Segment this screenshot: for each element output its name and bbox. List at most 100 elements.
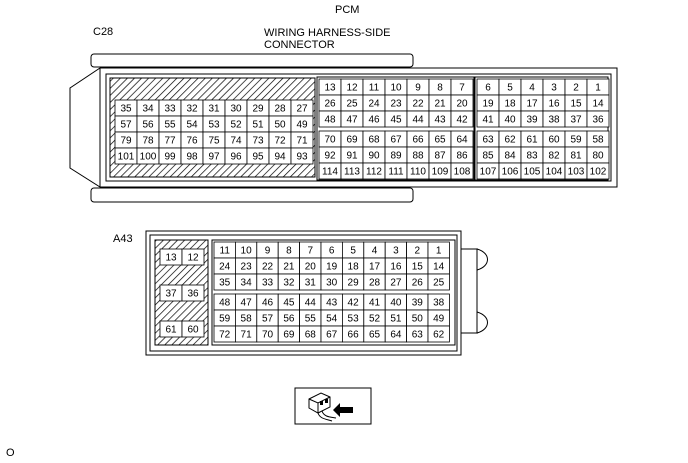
- a43-pin-12: 12: [187, 253, 199, 264]
- c28-pin-92: 92: [324, 151, 336, 162]
- c28-pin-107: 107: [480, 167, 497, 178]
- c28-pin-105: 105: [524, 167, 541, 178]
- a43-pin-27: 27: [390, 278, 402, 289]
- c28-pin-80: 80: [592, 151, 604, 162]
- a43-pin-67: 67: [326, 330, 338, 341]
- c28-pin-100: 100: [140, 152, 157, 163]
- a43-pin-70: 70: [262, 330, 274, 341]
- a43-pin-36-cell: [181, 284, 205, 302]
- c28-pin-29: 29: [252, 104, 264, 115]
- a43-pin-68: 68: [305, 330, 317, 341]
- a43-pin-5: 5: [350, 246, 356, 257]
- c28-pin-113: 113: [344, 167, 360, 178]
- a43-pin-69: 69: [283, 330, 295, 341]
- c28-pin-39: 39: [526, 115, 538, 126]
- c28-pin-88: 88: [412, 151, 424, 162]
- a43-pin-46: 46: [262, 298, 274, 309]
- a43-pin-31: 31: [305, 278, 317, 289]
- c28-pin-62: 62: [504, 135, 516, 146]
- c28-pin-20: 20: [456, 99, 468, 110]
- c28-pin-19: 19: [482, 99, 494, 110]
- c28-pin-50: 50: [274, 120, 286, 131]
- a43-pin-21: 21: [283, 262, 295, 273]
- c28-pin-56: 56: [142, 120, 154, 131]
- c28-pin-99: 99: [164, 152, 176, 163]
- view-direction-icon: [294, 387, 372, 425]
- a43-pin-64: 64: [390, 330, 402, 341]
- a43-pin-28: 28: [369, 278, 381, 289]
- c28-pin-68: 68: [368, 135, 380, 146]
- c28-pin-83: 83: [526, 151, 538, 162]
- a43-pin-32: 32: [283, 278, 295, 289]
- c28-pin-57: 57: [120, 120, 132, 131]
- c28-pin-77: 77: [164, 136, 176, 147]
- c28-pin-35: 35: [120, 104, 132, 115]
- a43-pin-51: 51: [390, 314, 402, 325]
- c28-pin-87: 87: [434, 151, 446, 162]
- a43-pin-55: 55: [305, 314, 317, 325]
- a43-pin-62-cell: [427, 325, 450, 343]
- a43-pin-38: 38: [433, 298, 445, 309]
- c28-pin-52: 52: [230, 120, 242, 131]
- footer-mark: O: [6, 447, 15, 459]
- c28-pin-46: 46: [368, 115, 380, 126]
- c28-pin-14: 14: [592, 99, 604, 110]
- c28-pin-73: 73: [252, 136, 264, 147]
- c28-pin-36-cell: [586, 110, 610, 128]
- c28-pin-10: 10: [390, 83, 402, 94]
- c28-pin-1: 1: [595, 83, 601, 94]
- a43-pin-59: 59: [219, 314, 231, 325]
- c28-pin-37: 37: [570, 115, 582, 126]
- a43-pin-20: 20: [305, 262, 317, 273]
- a43-pin-37: 37: [165, 289, 177, 300]
- a43-pin-62: 62: [433, 330, 445, 341]
- c28-pin-38: 38: [548, 115, 560, 126]
- a43-pin-45: 45: [283, 298, 295, 309]
- c28-pin-15: 15: [570, 99, 582, 110]
- a43-pin-33: 33: [262, 278, 274, 289]
- a43-pin-56: 56: [283, 314, 295, 325]
- c28-pin-45: 45: [390, 115, 402, 126]
- c28-pin-114: 114: [322, 167, 338, 178]
- c28-pin-2: 2: [573, 83, 579, 94]
- c28-pin-108: 108: [454, 167, 471, 178]
- a43-pin-48: 48: [219, 298, 231, 309]
- c28-pin-49: 49: [296, 120, 308, 131]
- c28-pin-26: 26: [324, 99, 336, 110]
- a43-pin-53: 53: [348, 314, 360, 325]
- a43-pin-61: 61: [165, 325, 177, 336]
- c28-pin-58: 58: [592, 135, 604, 146]
- c28-pin-104: 104: [546, 167, 563, 178]
- c28-label: C28: [93, 26, 114, 38]
- c28-pin-5: 5: [507, 83, 513, 94]
- a43-pin-43: 43: [326, 298, 338, 309]
- pin-block-frame: [474, 76, 609, 181]
- a43-pin-26: 26: [412, 278, 424, 289]
- c28-pin-54: 54: [186, 120, 198, 131]
- c28-pin-33: 33: [164, 104, 176, 115]
- c28-pin-64: 64: [456, 135, 468, 146]
- c28-pin-23: 23: [390, 99, 402, 110]
- c28-pin-3: 3: [551, 83, 557, 94]
- view-arrow-icon: [333, 403, 353, 417]
- c28-pin-111: 111: [388, 167, 404, 178]
- c28-pin-21: 21: [434, 99, 446, 110]
- c28-pin-13: 13: [324, 83, 336, 94]
- a43-pin-4: 4: [372, 246, 378, 257]
- a43-inner-frame: [149, 234, 458, 352]
- c28-pin-7: 7: [459, 83, 465, 94]
- a43-pin-18: 18: [348, 262, 360, 273]
- c28-pin-24: 24: [368, 99, 380, 110]
- c28-pin-17: 17: [526, 99, 538, 110]
- a43-pin-40: 40: [390, 298, 402, 309]
- c28-pin-74: 74: [230, 136, 242, 147]
- a43-pin-2: 2: [415, 246, 421, 257]
- c28-pin-75: 75: [208, 136, 220, 147]
- c28-pin-98: 98: [186, 152, 198, 163]
- a43-pin-58: 58: [241, 314, 253, 325]
- a43-pin-25: 25: [433, 278, 445, 289]
- c28-pin-91: 91: [346, 151, 358, 162]
